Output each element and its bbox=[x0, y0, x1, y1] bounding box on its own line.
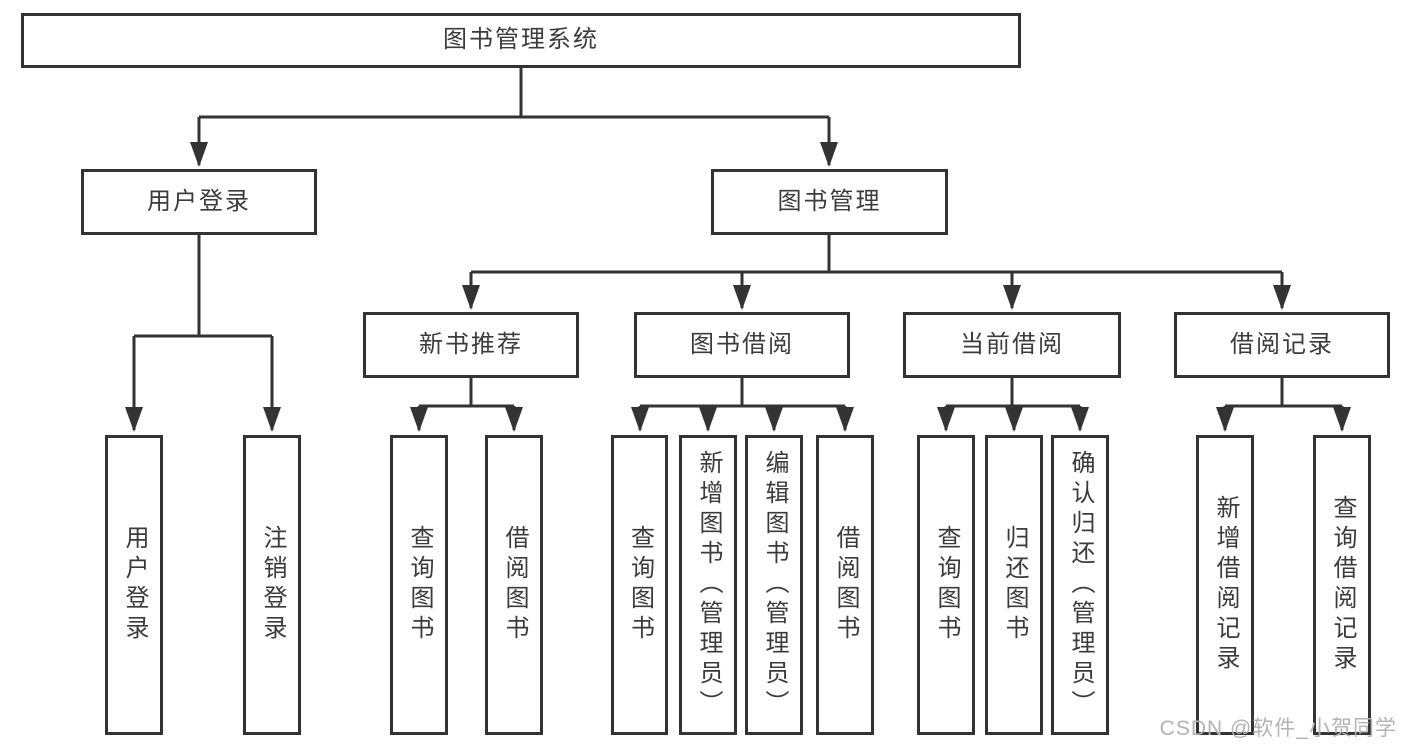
node-current-borrowing: 当前借阅 bbox=[903, 312, 1121, 378]
leaf-records-query-record: 查询借阅记录 bbox=[1313, 435, 1371, 735]
leaf-borrowing-query-books: 查询图书 bbox=[611, 435, 668, 735]
leaf-records-add-record: 新增借阅记录 bbox=[1196, 435, 1254, 735]
watermark-text: CSDN @软件_小贺同学 bbox=[1159, 717, 1397, 740]
leaf-recommend-query-books: 查询图书 bbox=[390, 435, 448, 735]
leaf-borrowing-add-books-admin: 新增图书（管理员） bbox=[679, 435, 737, 735]
node-borrow-records: 借阅记录 bbox=[1174, 312, 1390, 378]
connector-arrows bbox=[125, 117, 1351, 432]
node-new-book-recommend: 新书推荐 bbox=[363, 312, 579, 378]
leaf-logout: 注销登录 bbox=[243, 435, 301, 735]
leaf-current-confirm-return-admin: 确认归还（管理员） bbox=[1051, 435, 1109, 735]
leaf-borrowing-edit-books-admin: 编辑图书（管理员） bbox=[745, 435, 803, 735]
leaf-user-login: 用户登录 bbox=[105, 435, 163, 735]
node-book-borrowing: 图书借阅 bbox=[634, 312, 850, 378]
node-user-login: 用户登录 bbox=[81, 169, 317, 235]
node-root-system: 图书管理系统 bbox=[21, 13, 1021, 68]
connector-lines bbox=[134, 68, 1342, 408]
leaf-recommend-borrow-books: 借阅图书 bbox=[485, 435, 543, 735]
node-book-management: 图书管理 bbox=[711, 169, 948, 235]
leaf-current-return-books: 归还图书 bbox=[985, 435, 1043, 735]
leaf-current-query-books: 查询图书 bbox=[917, 435, 975, 735]
leaf-borrowing-borrow-books: 借阅图书 bbox=[816, 435, 874, 735]
